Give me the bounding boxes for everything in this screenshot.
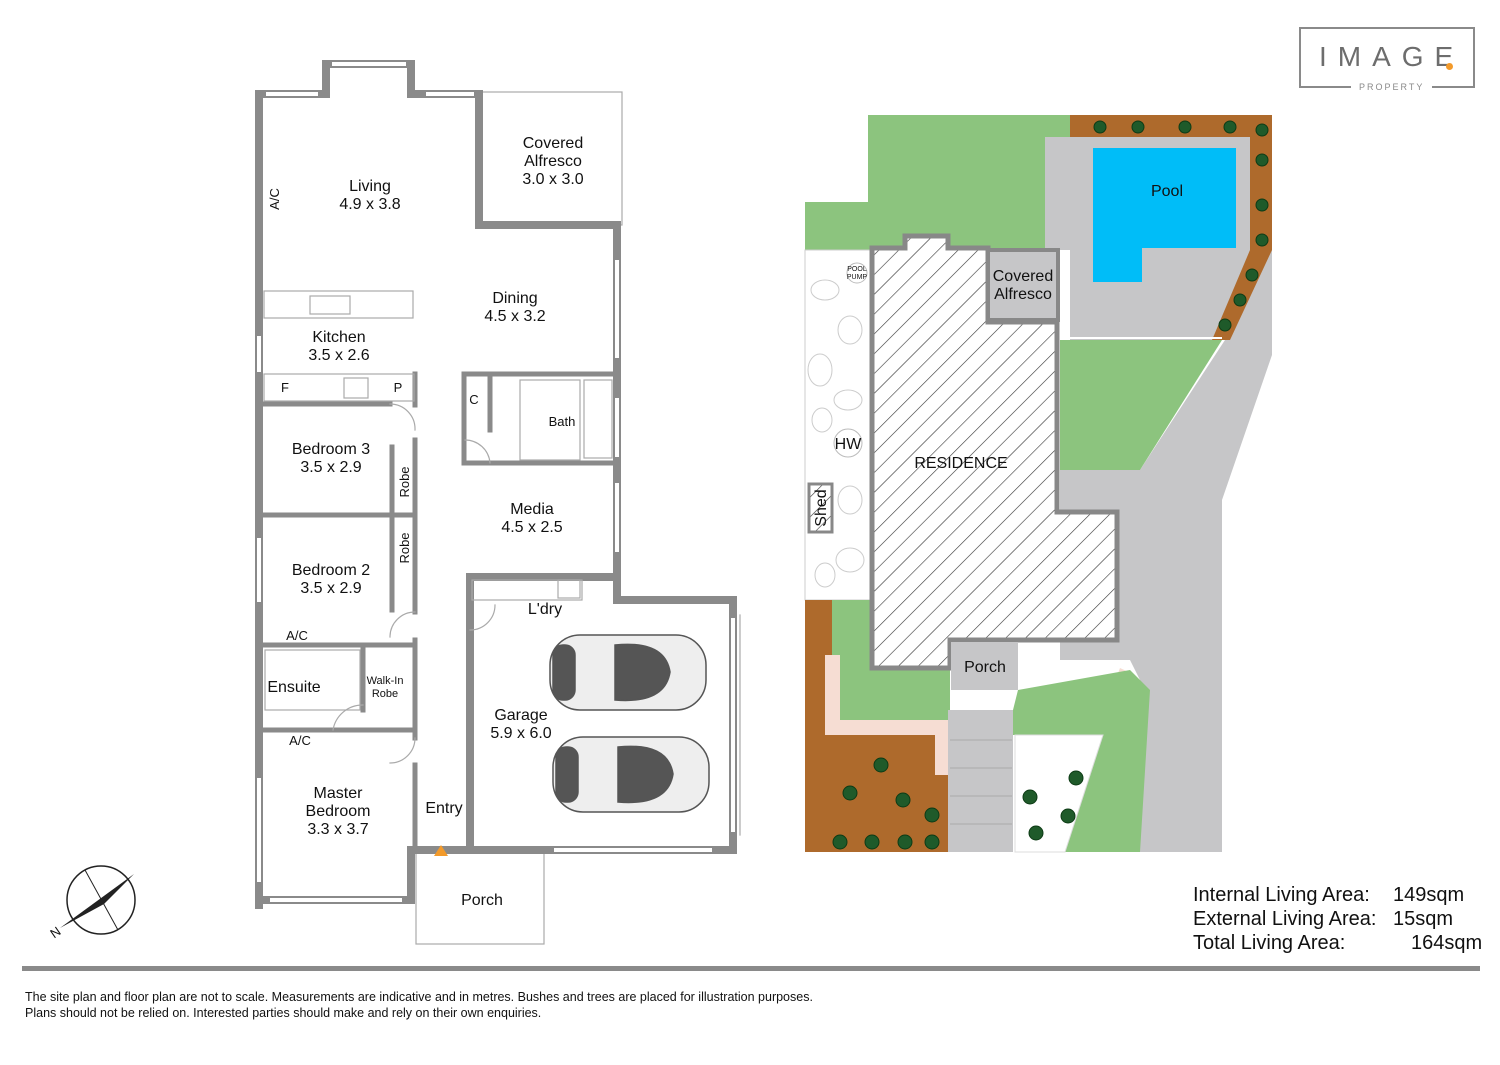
svg-text:Entry: Entry (425, 800, 462, 817)
logo-sub: PROPERTY (1351, 82, 1433, 92)
living-areas: Internal Living Area:149sqm External Liv… (1193, 883, 1482, 955)
pool (1093, 148, 1236, 282)
svg-text:N: N (47, 923, 63, 941)
svg-text:HW: HW (835, 436, 863, 453)
svg-text:4.9 x 3.8: 4.9 x 3.8 (339, 196, 400, 213)
svg-text:Covered: Covered (523, 135, 583, 152)
car-icon (549, 634, 707, 711)
svg-text:Shed: Shed (813, 489, 830, 526)
svg-text:Alfresco: Alfresco (994, 286, 1052, 303)
svg-text:PUMP: PUMP (847, 274, 868, 281)
svg-text:3.5 x 2.9: 3.5 x 2.9 (300, 580, 361, 597)
garden-bed (1070, 115, 1272, 340)
svg-text:3.5 x 2.6: 3.5 x 2.6 (308, 347, 369, 364)
svg-text:5.9 x 6.0: 5.9 x 6.0 (490, 725, 551, 742)
svg-text:Walk-In: Walk-In (367, 675, 404, 687)
svg-text:Bath: Bath (549, 414, 576, 429)
svg-text:Media: Media (510, 501, 554, 518)
site-alfresco (986, 248, 1060, 322)
svg-text:L'dry: L'dry (528, 601, 562, 618)
svg-text:4.5 x 3.2: 4.5 x 3.2 (484, 308, 545, 325)
logo-word: IMAGE (1319, 41, 1465, 72)
entry-arrow-icon (434, 845, 448, 856)
svg-text:Covered: Covered (993, 268, 1053, 285)
logo: IMAGE PROPERTY (1299, 27, 1475, 92)
logo-dot (1446, 63, 1453, 70)
bush-icon (832, 120, 1269, 850)
site-plan: Pool Covered Alfresco POOL PUMP HW Shed … (804, 115, 1272, 853)
svg-text:RESIDENCE: RESIDENCE (914, 455, 1007, 472)
floor-plan (255, 60, 741, 945)
svg-text:3.0 x 3.0: 3.0 x 3.0 (522, 171, 583, 188)
divider (22, 966, 1480, 971)
area-row: Total Living Area:164sqm (1193, 932, 1483, 954)
svg-text:Garage: Garage (494, 707, 547, 724)
floor-plan-labels: Living 4.9 x 3.8 Covered Alfresco 3.0 x … (267, 135, 584, 909)
disclaimer: The site plan and floor plan are not to … (25, 990, 813, 1020)
shed (807, 482, 834, 534)
driveway (1060, 340, 1272, 852)
svg-text:Porch: Porch (964, 659, 1006, 676)
svg-text:Ensuite: Ensuite (267, 679, 320, 696)
svg-text:P: P (394, 380, 403, 395)
car-icon (552, 736, 710, 813)
svg-text:Pool: Pool (1151, 183, 1183, 200)
svg-text:Kitchen: Kitchen (312, 329, 365, 346)
svg-text:Bedroom: Bedroom (306, 803, 371, 820)
svg-text:Robe: Robe (397, 532, 412, 563)
site-porch (951, 642, 1018, 690)
area-row: External Living Area:15sqm (1193, 908, 1454, 930)
lawn (868, 115, 1070, 250)
svg-text:4.5 x 2.5: 4.5 x 2.5 (501, 519, 562, 536)
stone-path (804, 249, 871, 601)
svg-text:A/C: A/C (267, 188, 282, 210)
svg-text:A/C: A/C (286, 628, 308, 643)
svg-text:Dining: Dining (492, 290, 537, 307)
svg-text:Bedroom 2: Bedroom 2 (292, 562, 370, 579)
svg-text:A/C: A/C (289, 733, 311, 748)
front-steps (948, 710, 1013, 852)
svg-text:Robe: Robe (372, 688, 398, 700)
internal-walls (259, 371, 617, 853)
svg-text:3.3 x 3.7: 3.3 x 3.7 (307, 821, 368, 838)
svg-text:Living: Living (349, 178, 391, 195)
svg-text:F: F (281, 380, 289, 395)
area-row: Internal Living Area:149sqm (1193, 884, 1465, 906)
svg-text:Robe: Robe (397, 466, 412, 497)
svg-text:3.5 x 2.9: 3.5 x 2.9 (300, 459, 361, 476)
svg-text:POOL: POOL (847, 266, 867, 273)
front-path (825, 655, 948, 775)
svg-text:Alfresco: Alfresco (524, 153, 582, 170)
svg-text:C: C (469, 392, 478, 407)
compass-icon: N (47, 865, 136, 941)
svg-text:Master: Master (314, 785, 364, 802)
svg-text:Bedroom 3: Bedroom 3 (292, 441, 370, 458)
svg-text:Porch: Porch (461, 892, 503, 909)
